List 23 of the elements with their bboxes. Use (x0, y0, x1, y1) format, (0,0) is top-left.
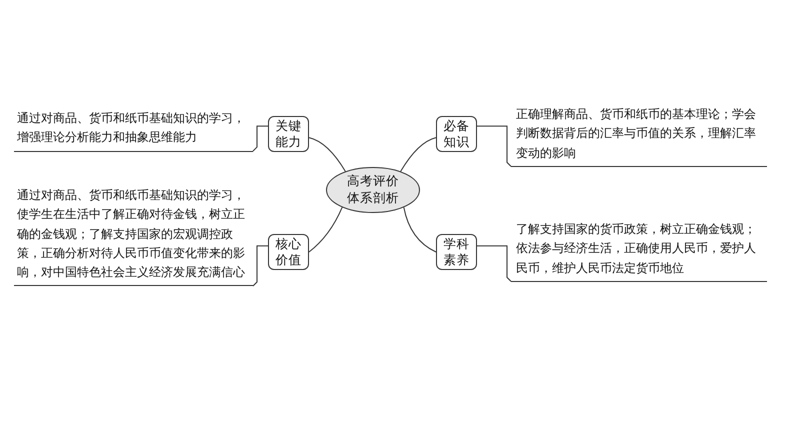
branch-text: 通过对商品、货币和纸币基础知识的学习，使学生在生活中了解正确对待金钱，树立正确的金钱观；了解支持国家的宏观调控政策，正确分析对待人民币币值变化带来的影响，对中国特色社会主义经济发展充满信心 (17, 187, 246, 282)
bracket-connector (476, 126, 512, 167)
category-label: 必备知识 (442, 118, 470, 150)
bracket-connector (252, 126, 268, 152)
category-label: 学科素养 (442, 236, 470, 268)
branch-text: 了解支持国家的货币政策，树立正确金钱观；依法参与经济生活，正确使用人民币，爱护人民币，维护人民币法定货币地位 (516, 221, 757, 277)
category-box (436, 234, 477, 270)
category-label: 关键能力 (274, 118, 302, 150)
curved-branch-line (403, 206, 436, 252)
branch-text: 通过对商品、货币和纸币基础知识的学习，增强理论分析能力和抽象思维能力 (17, 110, 246, 146)
curved-branch-line (400, 137, 436, 172)
central-topic-label: 高考评价体系剖析 (346, 173, 400, 207)
curved-branch-line (308, 137, 346, 172)
category-label: 核心价值 (274, 236, 302, 268)
category-box (268, 234, 309, 270)
bracket-connector (252, 245, 268, 286)
category-box (436, 116, 477, 152)
curved-branch-line (308, 206, 343, 252)
category-box (268, 116, 309, 152)
underlined-branch (14, 109, 253, 152)
central-topic-ellipse (326, 167, 420, 213)
bracket-connector (476, 245, 512, 282)
branch-text: 正确理解商品、货币和纸币的基本理论；学会判断数据背后的汇率与币值的关系，理解汇率变动的影响 (516, 106, 757, 162)
